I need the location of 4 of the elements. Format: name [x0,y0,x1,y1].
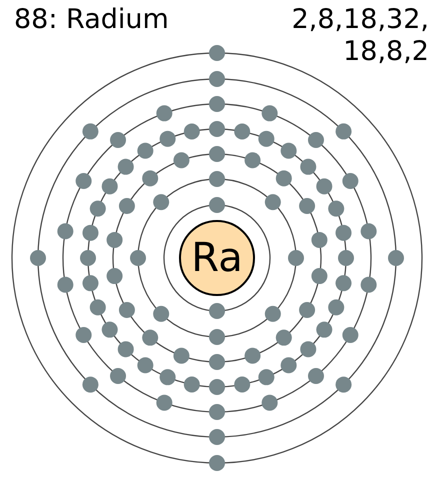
electron-configuration: 2,8,18,32, 18,8,2 [290,4,429,68]
title: 88: Radium [14,4,169,35]
nucleus-circle [179,220,255,296]
element-symbol: Ra [191,235,243,281]
